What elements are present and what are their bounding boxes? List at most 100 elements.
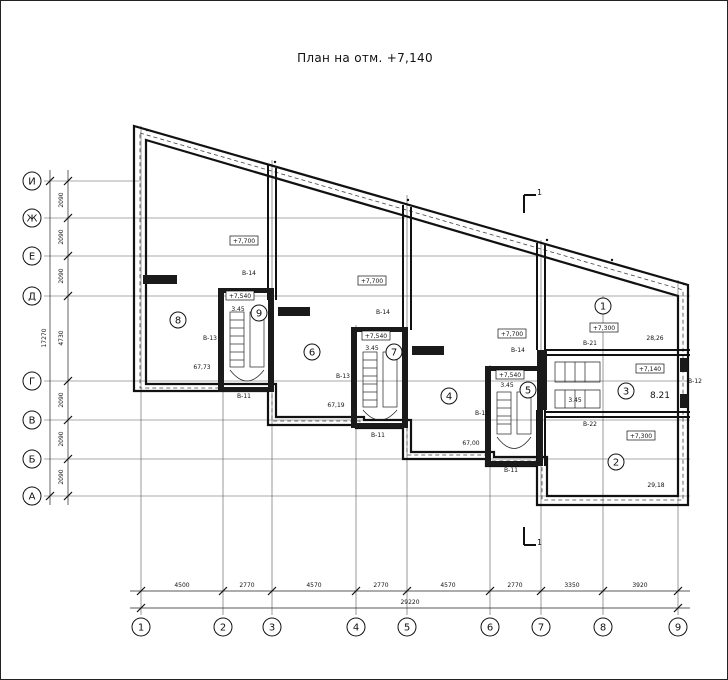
elevation-box-8	[626, 430, 656, 441]
row-axis-7-circle	[22, 486, 42, 506]
room-number-8: 2	[613, 458, 619, 469]
elevation-mark-8: +7,300	[630, 433, 652, 440]
wall-mark-10: В-22	[583, 421, 597, 428]
col-axis-8: 9	[675, 623, 681, 634]
room-number-3: 7	[391, 348, 397, 359]
row-axis-0-circle	[22, 171, 42, 191]
row-dim-6: 2090	[58, 469, 65, 484]
wall-mark-4: В-13	[336, 373, 350, 380]
row-axis-5: В	[29, 416, 36, 427]
col-axis-1: 2	[220, 623, 226, 634]
row-axis-5-circle	[22, 410, 42, 430]
row-axis-2: Е	[29, 252, 35, 263]
stair-value-0: 3.45	[231, 306, 245, 313]
col-axis-5: 6	[487, 623, 493, 634]
row-axis-6-circle	[22, 449, 42, 469]
wall-mark-11: В-12	[688, 378, 702, 385]
wall-mark-8: В-11	[504, 467, 518, 474]
col-axis-7-circle	[593, 617, 613, 637]
room-number-3-circle	[385, 343, 403, 361]
room-number-1: 9	[256, 309, 262, 320]
room-number-5: 5	[525, 386, 531, 397]
area-value-1: 67,19	[327, 402, 344, 409]
col-dim-5: 2770	[507, 582, 522, 589]
elevation-box-0	[229, 235, 259, 246]
room-number-0-circle	[169, 311, 187, 329]
area-value-4: 8.21	[650, 391, 670, 401]
col-axis-8-circle	[668, 617, 688, 637]
wall-mark-7: В-13	[475, 410, 489, 417]
elevation-mark-7: +7,140	[639, 366, 661, 373]
wall-mark-9: В-21	[583, 340, 597, 347]
row-axis-2-circle	[22, 246, 42, 266]
room-number-6: 1	[600, 302, 606, 313]
wall-mark-1: В-13	[203, 335, 217, 342]
row-axis-0: И	[28, 177, 35, 188]
stair-value-2: 3.45	[500, 382, 514, 389]
room-number-7: 3	[623, 387, 629, 398]
row-axis-4-circle	[22, 371, 42, 391]
col-axis-4: 5	[404, 623, 410, 634]
row-dim-5: 2090	[58, 431, 65, 446]
row-axis-1: Ж	[27, 214, 38, 225]
wall-mark-2: В-11	[237, 393, 251, 400]
area-value-0: 67,73	[193, 364, 210, 371]
row-axis-3-circle	[22, 286, 42, 306]
col-total-dim: 29220	[400, 599, 419, 606]
stair-value-1: 3.45	[365, 345, 379, 352]
col-axis-7: 8	[600, 623, 606, 634]
col-dim-2: 4570	[306, 582, 321, 589]
area-value-5: 29,18	[647, 482, 664, 489]
elevation-mark-5: +7,540	[499, 372, 521, 379]
room-number-2: 6	[309, 348, 315, 359]
room-number-6-circle	[594, 297, 612, 315]
elevation-box-3	[361, 330, 391, 341]
wall-mark-5: В-11	[371, 432, 385, 439]
room-number-4: 4	[446, 392, 452, 403]
elevation-mark-6: +7,300	[593, 325, 615, 332]
col-dim-4: 4570	[440, 582, 455, 589]
wall-mark-6: В-14	[511, 347, 525, 354]
section-mark-top: 1	[537, 188, 542, 197]
col-axis-6-circle	[531, 617, 551, 637]
area-value-3: 28,26	[646, 335, 663, 342]
plan-title: План на отм. +7,140	[297, 51, 433, 65]
row-dim-2: 2090	[58, 268, 65, 283]
col-axis-2: 3	[269, 623, 275, 634]
room-number-0: 8	[175, 316, 181, 327]
row-dim-3: 4730	[58, 330, 65, 345]
elevation-box-1	[357, 275, 387, 286]
col-dim-3: 2770	[373, 582, 388, 589]
wall-mark-3: В-14	[376, 309, 390, 316]
col-axis-2-circle	[262, 617, 282, 637]
elevation-mark-1: +7,700	[361, 278, 383, 285]
elevation-mark-2: +7,540	[229, 293, 251, 300]
elevation-mark-3: +7,540	[365, 333, 387, 340]
area-value-2: 67,00	[462, 440, 479, 447]
elevation-mark-0: +7,700	[233, 238, 255, 245]
col-axis-3: 4	[353, 623, 359, 634]
elevation-box-5	[495, 369, 525, 380]
row-axis-4: Г	[29, 377, 35, 388]
wall-mark-0: В-14	[242, 270, 256, 277]
row-total-dim: 17270	[41, 328, 48, 347]
stair-value-3: 3.45	[568, 397, 582, 404]
row-axis-1-circle	[22, 208, 42, 228]
col-axis-0-circle	[131, 617, 151, 637]
row-dim-1: 2090	[58, 229, 65, 244]
col-axis-1-circle	[213, 617, 233, 637]
col-axis-5-circle	[480, 617, 500, 637]
col-axis-3-circle	[346, 617, 366, 637]
elevation-box-4	[497, 328, 527, 339]
col-axis-4-circle	[397, 617, 417, 637]
room-number-7-circle	[617, 382, 635, 400]
col-axis-6: 7	[538, 623, 544, 634]
col-dim-6: 3350	[564, 582, 579, 589]
col-dim-1: 2770	[239, 582, 254, 589]
elevation-box-7	[635, 363, 665, 374]
row-axis-3: Д	[28, 292, 36, 303]
row-dim-4: 2090	[58, 392, 65, 407]
elevation-mark-4: +7,700	[501, 331, 523, 338]
col-dim-7: 3920	[632, 582, 647, 589]
